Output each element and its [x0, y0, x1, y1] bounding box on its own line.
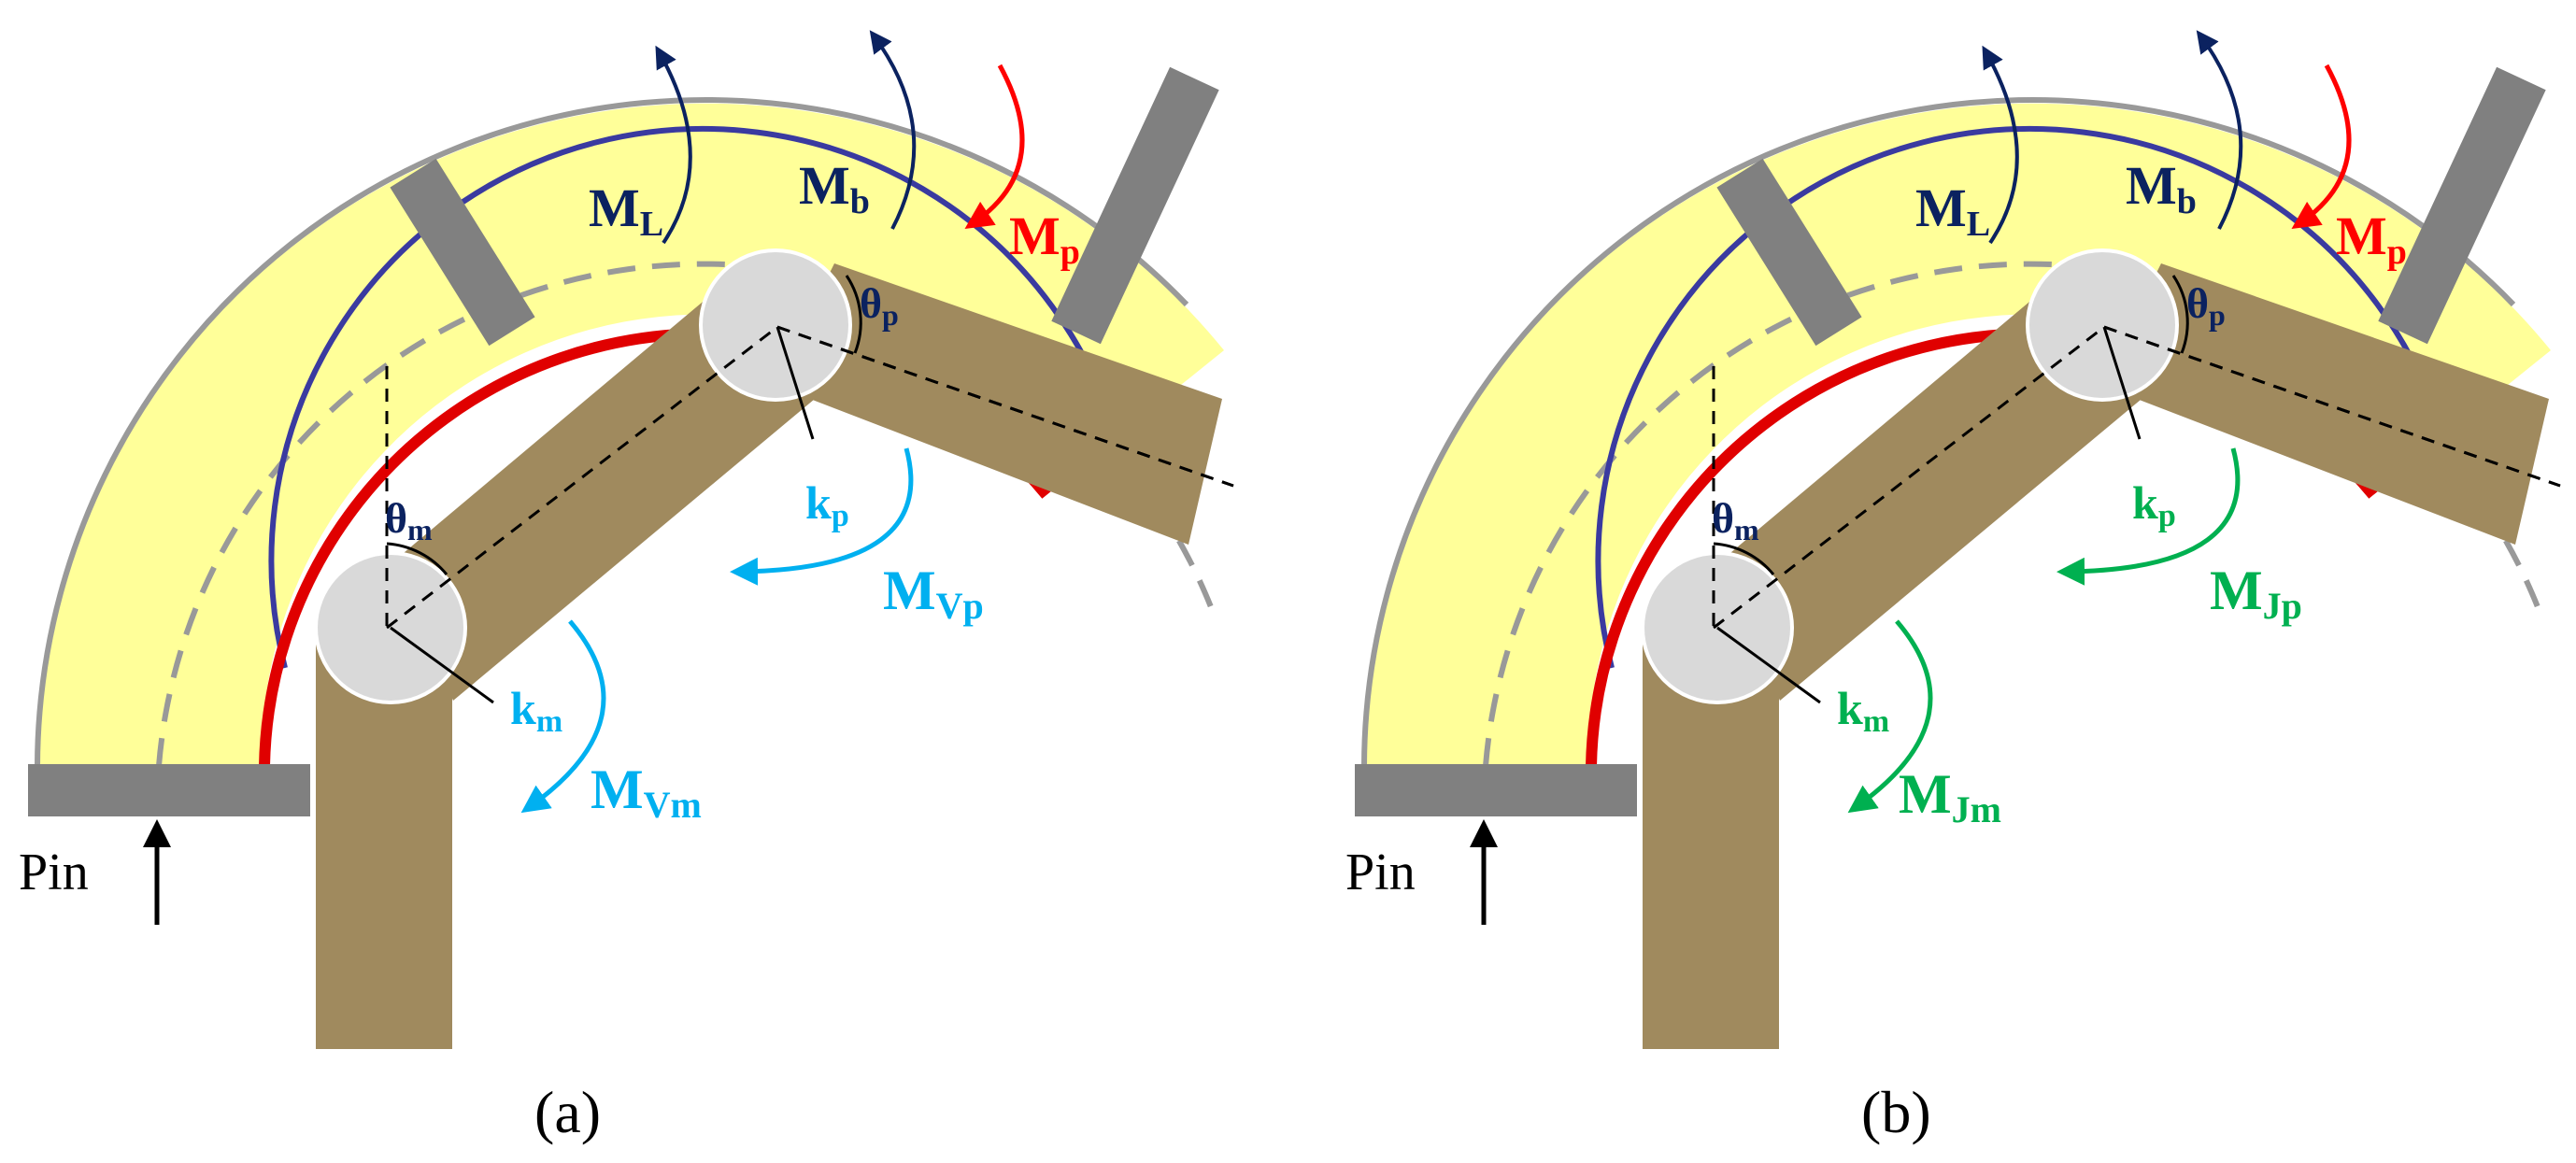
liner-moment-label: ML: [1915, 177, 1990, 244]
proximal-joint-moment-label: MJp: [2210, 560, 2302, 627]
input-pressure-label: Pin: [1345, 844, 1416, 901]
bellows-moment-label: Mb: [2126, 155, 2197, 221]
panel-a-caption: (a): [534, 1079, 601, 1145]
pressure-moment-label: Mp: [1009, 206, 1080, 272]
pressure-moment-label: Mp: [2336, 206, 2407, 272]
middle-joint-moment-arrow: [520, 619, 606, 814]
proximal-joint-moment-arrow: [730, 447, 914, 586]
liner-moment-label: ML: [589, 177, 663, 244]
theta-p-label: θp: [2186, 279, 2226, 332]
kp-label: kp: [805, 476, 849, 533]
middle-joint-moment-label: MJm: [1899, 763, 2001, 830]
theta-m-label: θm: [1712, 494, 1759, 546]
theta-p-label: θp: [860, 279, 899, 332]
km-label: km: [1837, 682, 1889, 739]
proximal-joint-moment-arrow: [2057, 447, 2241, 586]
middle-joint-moment-arrow: [1847, 619, 1933, 814]
proximal-joint-moment-label: MVp: [883, 560, 984, 627]
kp-label: kp: [2132, 476, 2176, 533]
middle-joint-moment-label: MVm: [591, 759, 702, 826]
bellows-moment-label: Mb: [799, 155, 870, 221]
theta-m-label: θm: [385, 494, 433, 546]
panel-b: ML Mb Mp θp θm kp km MJp MJm Pin (b): [1345, 35, 2560, 1145]
panel-b-caption: (b): [1861, 1079, 1931, 1145]
panel-a: ML Mb Mp θp θm kp km MVp MVm Pin (a): [19, 35, 1233, 1145]
input-pressure-label: Pin: [19, 844, 89, 901]
km-label: km: [510, 682, 562, 739]
